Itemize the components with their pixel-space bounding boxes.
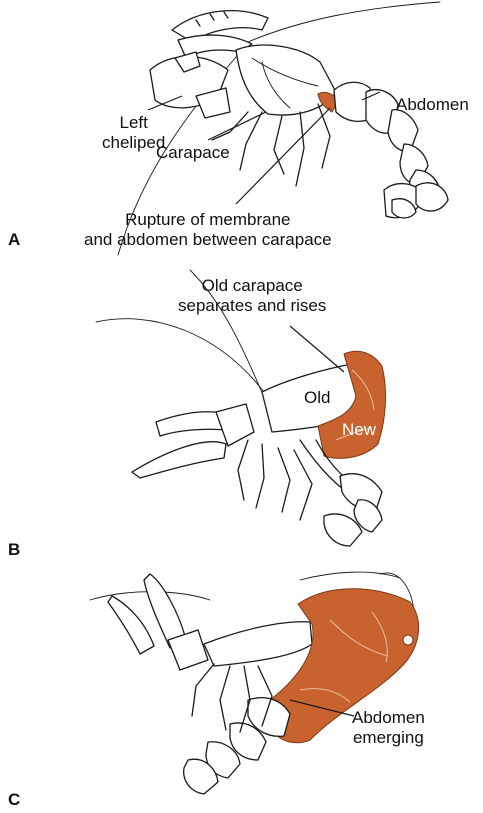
panel-letter-b: B: [8, 540, 20, 560]
label-abdomen: Abdomen: [396, 95, 469, 115]
label-left-cheliped-line-1: Left: [102, 113, 165, 133]
label-old-carapace-line-1: Old carapace: [178, 276, 326, 296]
label-rupture-line-1: Rupture of membrane: [84, 210, 332, 230]
label-rupture-line-2: and abdomen between carapace: [84, 230, 332, 250]
label-old: Old: [304, 388, 330, 408]
label-old-carapace: Old carapace separates and rises: [178, 276, 326, 316]
panel-letter-c: C: [8, 790, 20, 810]
panel-letter-a: A: [8, 230, 20, 250]
label-old-carapace-line-2: separates and rises: [178, 296, 326, 316]
label-new: New: [342, 420, 376, 440]
label-abdomen-emerging: Abdomen emerging: [352, 708, 425, 748]
label-abdomen-emerging-line-1: Abdomen: [352, 708, 425, 728]
label-carapace: Carapace: [156, 143, 230, 163]
label-abdomen-emerging-line-2: emerging: [352, 728, 425, 748]
label-rupture: Rupture of membrane and abdomen between …: [84, 210, 332, 250]
